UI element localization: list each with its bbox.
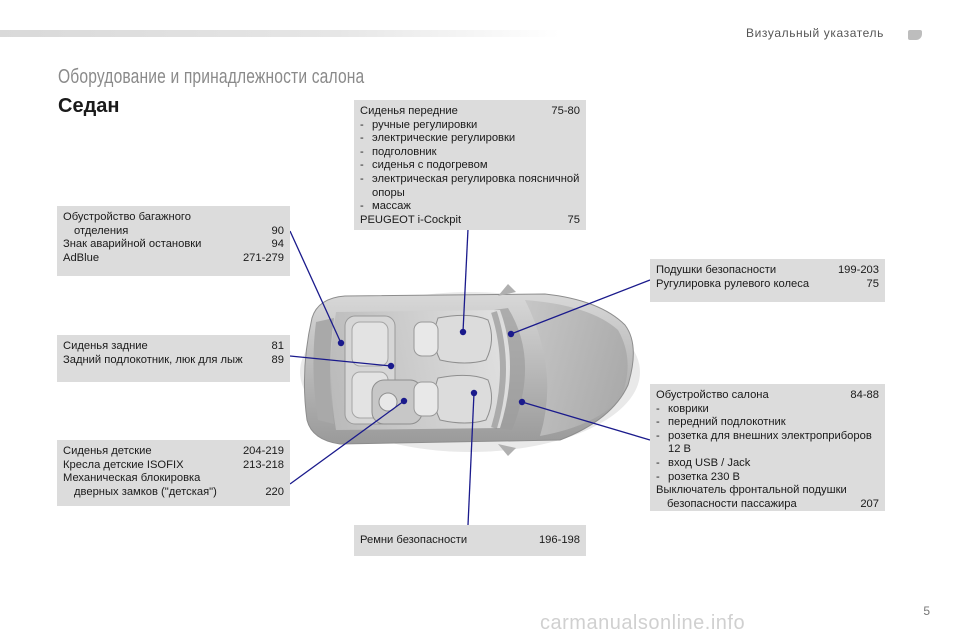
i-cockpit-label: PEUGEOT i-Cockpit (360, 213, 462, 226)
list-item: -передний подлокотник (656, 416, 786, 429)
steering-adjust-page-ref[interactable]: 75 (866, 277, 879, 290)
list-item: -электрическая регулировка поясничной оп… (360, 172, 580, 199)
front-seats-page-ref[interactable]: 75-80 (551, 105, 580, 117)
rear-armrest-row: Задний подлокотник, люк для лыж 89 (63, 354, 284, 368)
child-seats-box: Сиденья детские 204-219 Кресла детские I… (57, 440, 290, 506)
watermark: carmanualsonline.info (540, 612, 746, 634)
warning-triangle-label: Знак аварийной остановки (63, 238, 202, 251)
passenger-airbag-label-line1: Выключатель фронтальной подушки (656, 484, 847, 497)
list-item: -электрические регулировки (360, 132, 516, 145)
interior-title: Обустройство салона (656, 389, 769, 401)
front-seats-title: Сиденья передние (360, 105, 458, 117)
list-item: -коврики (656, 402, 709, 415)
trunk-label-line2: отделения (74, 224, 129, 237)
steering-adjust-label: Ругулировка рулевого колеса (656, 277, 810, 290)
trunk-box: Обустройство багажного отделения 90 Знак… (57, 206, 290, 276)
passenger-airbag-row: безопасности пассажира 207 (656, 498, 879, 512)
warning-triangle-page-ref[interactable]: 94 (271, 238, 284, 251)
header-bar (0, 30, 560, 37)
car-body (300, 284, 640, 456)
rear-armrest-label: Задний подлокотник, люк для лыж (63, 353, 243, 366)
child-seats-label: Сиденья детские (63, 445, 152, 457)
adblue-page-ref[interactable]: 271-279 (242, 251, 284, 264)
interior-box: Обустройство салона 84-88 -коврики -пере… (650, 384, 885, 511)
rear-seats-page-ref[interactable]: 81 (271, 340, 284, 352)
front-seats-box: Сиденья передние 75-80 -ручные регулиров… (354, 100, 586, 230)
section-title: Оборудование и принадлежности салона (58, 66, 365, 88)
list-item: -розетка для внешних электроприборов 12 … (656, 429, 872, 456)
steering-adjust-row: Ругулировка рулевого колеса 75 (656, 278, 879, 292)
rear-seats-label: Сиденья задние (63, 340, 148, 352)
i-cockpit-row: PEUGEOT i-Cockpit 75 (360, 214, 580, 228)
isofix-page-ref[interactable]: 213-218 (242, 458, 284, 471)
warning-triangle-row: Знак аварийной остановки 94 (63, 238, 284, 252)
child-seats-page-ref[interactable]: 204-219 (242, 445, 284, 457)
trunk-row: отделения 90 (63, 225, 284, 239)
header-title: Визуальный указатель (745, 26, 884, 40)
list-item: -массаж (360, 200, 411, 213)
adblue-label: AdBlue (63, 251, 100, 264)
trunk-page-ref[interactable]: 90 (271, 224, 284, 237)
airbags-row: Подушки безопасности 199-203 (656, 264, 879, 278)
airbags-page-ref[interactable]: 199-203 (837, 264, 879, 276)
airbags-box: Подушки безопасности 199-203 Ругулировка… (650, 259, 885, 302)
child-lock-label-line2: дверных замков ("детская") (74, 485, 217, 498)
child-lock-page-ref[interactable]: 220 (265, 485, 284, 498)
list-item: -сиденья с подогревом (360, 159, 488, 172)
rear-seats-box: Сиденья задние 81 Задний подлокотник, лю… (57, 335, 290, 382)
rear-armrest-page-ref[interactable]: 89 (271, 353, 284, 366)
child-seats-row: Сиденья детские 204-219 (63, 445, 284, 459)
child-lock-label-line1: Механическая блокировка (63, 472, 201, 485)
child-lock-row: дверных замков ("детская") 220 (63, 486, 284, 500)
front-seats-title-row: Сиденья передние 75-80 (360, 105, 580, 119)
passenger-airbag-label-line2: безопасности пассажира (667, 497, 797, 510)
airbags-label: Подушки безопасности (656, 264, 777, 276)
trunk-label-line1: Обустройство багажного (63, 211, 191, 223)
rear-seats-row: Сиденья задние 81 (63, 340, 284, 354)
belts-page-ref[interactable]: 196-198 (538, 534, 580, 546)
list-item: -ручные регулировки (360, 118, 478, 131)
isofix-row: Кресла детские ISOFIX 213-218 (63, 459, 284, 473)
i-cockpit-page-ref[interactable]: 75 (567, 213, 580, 226)
interior-title-row: Обустройство салона 84-88 (656, 389, 879, 403)
passenger-airbag-page-ref[interactable]: 207 (860, 497, 879, 510)
list-item: -вход USB / Jack (656, 456, 751, 469)
list-item: -розетка 230 В (656, 470, 741, 483)
belts-row: Ремни безопасности 196-198 (360, 534, 580, 548)
belts-label: Ремни безопасности (360, 534, 468, 546)
adblue-row: AdBlue 271-279 (63, 252, 284, 266)
belts-box: Ремни безопасности 196-198 (354, 525, 586, 556)
interior-page-ref[interactable]: 84-88 (850, 389, 879, 401)
subsection-title: Седан (58, 95, 120, 117)
leader-lines (289, 228, 651, 526)
list-item: -подголовник (360, 145, 437, 158)
leader-dots (337, 328, 526, 406)
header-badge (908, 30, 922, 40)
isofix-label: Кресла детские ISOFIX (63, 458, 184, 471)
page-number: 5 (923, 604, 930, 618)
